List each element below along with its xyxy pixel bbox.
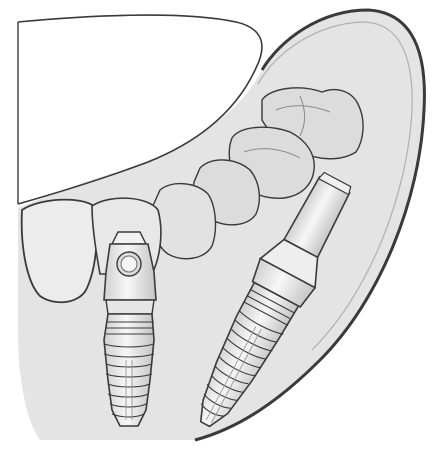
left-implant-body [104, 314, 154, 426]
left-abutment-top [112, 232, 146, 244]
premolar-2 [152, 184, 216, 259]
left-implant [104, 232, 156, 426]
incisor [22, 200, 97, 303]
left-collar [106, 300, 154, 314]
